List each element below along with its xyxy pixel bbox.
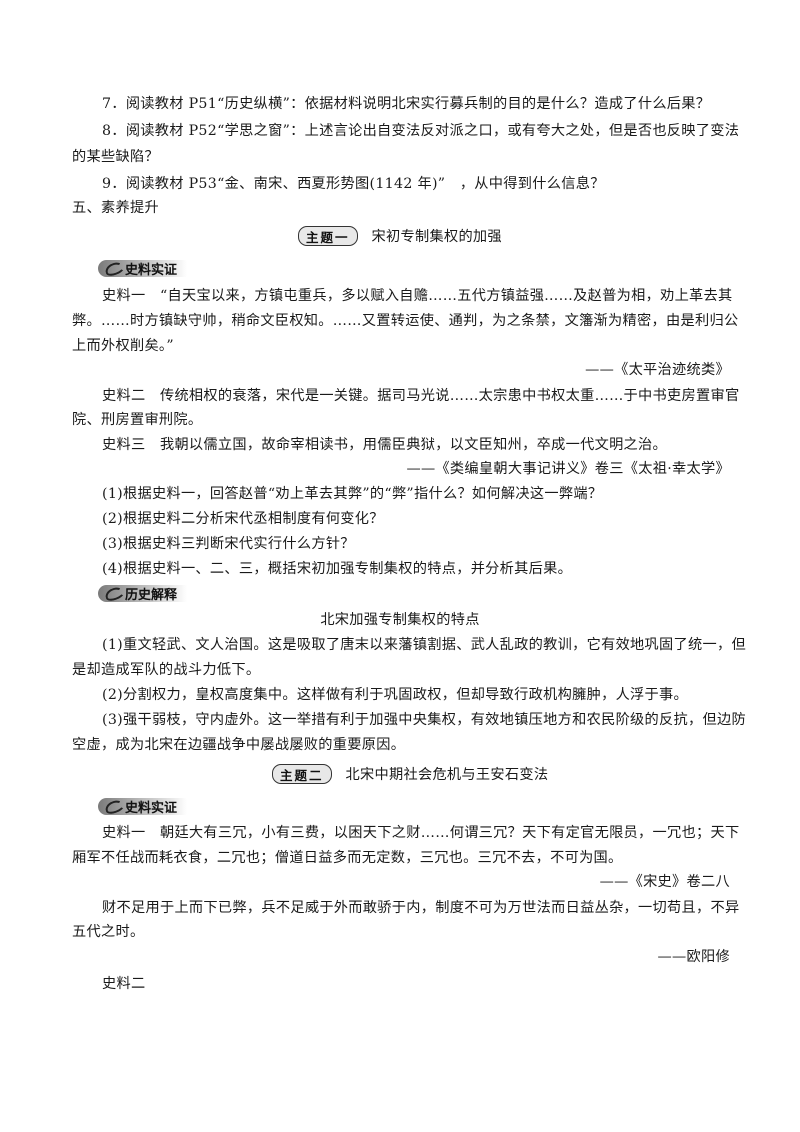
t1-s1-line-3: 上而外权削矣。” <box>72 338 174 354</box>
jieshi-p1-line-2: 是却造成军队的战斗力低下。 <box>72 662 261 678</box>
t1-s2-line-2: 院、刑房置审刑院。 <box>72 412 203 428</box>
t2-s1-line-2: 厢军不任战而耗衣食，二冗也；僧道日益多而无定数，三冗也。三冗不去，不可为国。 <box>72 850 623 866</box>
quill-icon <box>104 586 122 600</box>
t2-s1-line-1: 史料一 朝廷大有三冗，小有三费，以困天下之财……何谓三冗？天下有定官无限员，一冗… <box>102 825 740 841</box>
theme-1-title: 宋初专制集权的加强 <box>371 229 502 245</box>
t2-s2-label: 史料二 <box>102 976 146 992</box>
shiliao-badge-1: 史料实证 <box>98 259 188 278</box>
quill-icon <box>104 799 122 813</box>
t1-s2-line-1: 史料二 传统相权的衰落，宋代是一关键。据司马光说……太宗患中书权太重……于中书吏… <box>102 388 740 404</box>
badge-label: 历史解释 <box>125 587 178 603</box>
t1-s1-line-2: 弊。……时方镇缺守帅，稍命文臣权知。……又置转运使、通判，为之条禁，文籓渐为精密… <box>72 313 739 329</box>
t1-s1-line-1: 史料一 “自天宝以来，方镇屯重兵，多以赋入自赡……五代方镇益强……及赵普为相，劝… <box>102 288 733 304</box>
theme-1-badge: 主题一 <box>298 226 358 246</box>
jieshi-p1-line-1: (1)重文轻武、文人治国。这是吸取了唐末以来藩镇割据、武人乱政的教训，它有效地巩… <box>102 637 746 653</box>
theme-1-heading: 主题一 宋初专制集权的加强 <box>298 226 502 246</box>
t1-question-2: (2)根据史料二分析宋代丞相制度有何变化？ <box>102 511 384 527</box>
t2-quote-line-1: 财不足用于上而下已弊，兵不足威于外而敢骄于内，制度不可为万世法而日益丛杂，一切苟… <box>102 900 740 916</box>
t1-s3-source: ——《类编皇朝大事记讲义》卷三《太祖·幸太学》 <box>406 461 730 477</box>
t2-s1-source: ——《宋史》卷二八 <box>599 874 730 890</box>
question-8-line-1: 8．阅读教材 P52“学思之窗”：上述言论出自变法反对派之口，或有夸大之处，但是… <box>102 123 740 139</box>
theme-2-badge: 主题二 <box>272 764 332 784</box>
t1-question-1: (1)根据史料一，回答赵普“劝上革去其弊”的“弊”指什么？如何解决这一弊端？ <box>102 486 603 502</box>
t2-quote-line-2: 五代之时。 <box>72 924 145 940</box>
badge-label: 史料实证 <box>125 262 178 278</box>
t1-question-3: (3)根据史料三判断宋代实行什么方针？ <box>102 536 355 552</box>
theme-2-heading: 主题二 北宋中期社会危机与王安石变法 <box>272 764 548 784</box>
question-8-line-2: 的某些缺陷？ <box>72 149 159 165</box>
jieshi-p3-line-1: (3)强干弱枝，守内虚外。这一举措有利于加强中央集权，有效地镇压地方和农民阶级的… <box>102 712 746 728</box>
jieshi-p2-line-1: (2)分割权力，皇权高度集中。这样做有利于巩固政权，但却导致行政机构臃肿，人浮于… <box>102 687 689 703</box>
shiliao-badge-2: 史料实证 <box>98 797 188 816</box>
section-heading: 五、素养提升 <box>72 200 159 216</box>
quill-icon <box>104 261 122 275</box>
t1-question-4: (4)根据史料一、二、三，概括宋初加强专制集权的特点，并分析其后果。 <box>102 561 573 577</box>
jieshi-title: 北宋加强专制集权的特点 <box>320 612 480 628</box>
badge-label: 史料实证 <box>125 800 178 816</box>
jieshi-badge: 历史解释 <box>98 584 188 603</box>
t2-quote-source: ——欧阳修 <box>657 949 730 965</box>
question-9: 9．阅读教材 P53“金、南宋、西夏形势图(1142 年)” ，从中得到什么信息… <box>102 176 605 192</box>
theme-2-title: 北宋中期社会危机与王安石变法 <box>345 767 549 783</box>
t1-s1-source: ——《太平治迹统类》 <box>585 362 730 378</box>
jieshi-p3-line-2: 空虚，成为北宋在边疆战争中屡战屡败的重要原因。 <box>72 737 406 753</box>
question-7: 7．阅读教材 P51“历史纵横”：依据材料说明北宋实行募兵制的目的是什么？造成了… <box>102 96 711 112</box>
t1-s3-line-1: 史料三 我朝以儒立国，故命宰相读书，用儒臣典狱，以文臣知州，卒成一代文明之治。 <box>102 437 668 453</box>
